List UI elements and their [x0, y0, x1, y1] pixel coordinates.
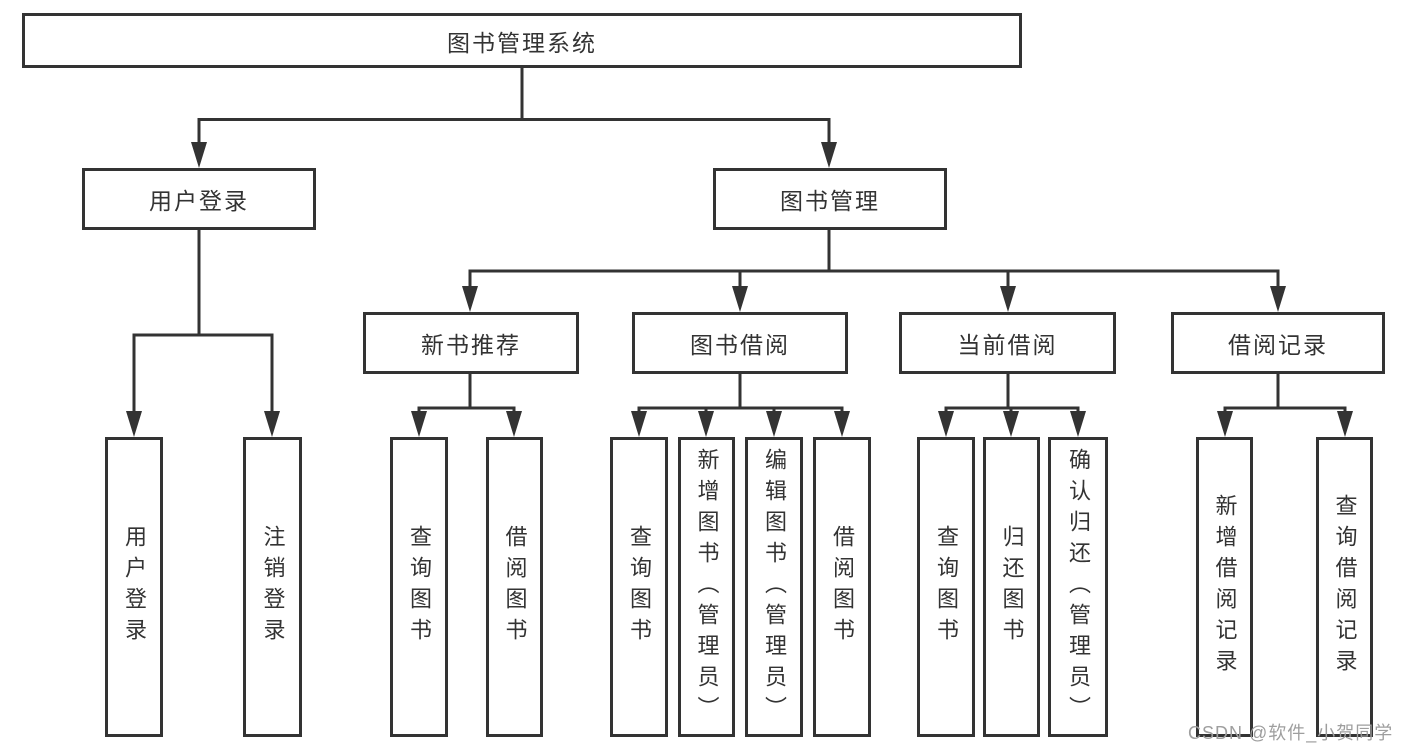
arrowhead-icon: [126, 142, 1353, 437]
leaf-query-borrow-record-label: 查询借阅记录: [1332, 494, 1358, 680]
node-user-login-label: 用户登录: [149, 188, 249, 214]
node-book-borrow-label: 图书借阅: [690, 332, 790, 358]
node-book-management-label: 图书管理: [780, 188, 880, 214]
leaf-query-books-borrow: 查询图书: [610, 437, 668, 737]
leaf-confirm-return-admin: 确认归还（管理员）: [1048, 437, 1108, 737]
leaf-edit-book-admin-label: 编辑图书（管理员）: [762, 447, 787, 727]
leaf-borrow-books-recommend-label: 借阅图书: [502, 525, 528, 649]
leaf-query-books-recommend-label: 查询图书: [407, 525, 432, 649]
leaf-return-book-label: 归还图书: [999, 525, 1025, 649]
leaf-user-login-label: 用户登录: [122, 525, 147, 649]
node-borrow-records: 借阅记录: [1171, 312, 1385, 374]
node-book-borrow: 图书借阅: [632, 312, 848, 374]
leaf-query-books-borrow-label: 查询图书: [627, 525, 652, 649]
leaf-borrow-books-borrow: 借阅图书: [813, 437, 871, 737]
leaf-query-books-recommend: 查询图书: [390, 437, 448, 737]
leaf-add-book-admin-label: 新增图书（管理员）: [694, 447, 720, 727]
csdn-watermark: CSDN @软件_小贺同学: [1188, 723, 1394, 743]
node-root-label: 图书管理系统: [447, 29, 597, 56]
node-new-book-recommend-label: 新书推荐: [421, 332, 521, 358]
node-current-borrow-label: 当前借阅: [957, 332, 1058, 358]
leaf-user-login: 用户登录: [105, 437, 163, 737]
leaf-add-book-admin: 新增图书（管理员）: [678, 437, 735, 737]
leaf-query-books-current-label: 查询图书: [934, 525, 959, 649]
node-current-borrow: 当前借阅: [899, 312, 1116, 374]
leaf-query-borrow-record: 查询借阅记录: [1316, 437, 1373, 737]
leaf-edit-book-admin: 编辑图书（管理员）: [745, 437, 803, 737]
leaf-query-books-current: 查询图书: [917, 437, 975, 737]
leaf-confirm-return-admin-label: 确认归还（管理员）: [1066, 447, 1091, 727]
leaf-add-borrow-record: 新增借阅记录: [1196, 437, 1253, 737]
leaf-borrow-books-recommend: 借阅图书: [486, 437, 543, 737]
leaf-logout: 注销登录: [243, 437, 302, 737]
node-new-book-recommend: 新书推荐: [363, 312, 579, 374]
node-book-management: 图书管理: [713, 168, 947, 230]
leaf-return-book: 归还图书: [983, 437, 1040, 737]
leaf-add-borrow-record-label: 新增借阅记录: [1212, 494, 1238, 680]
node-borrow-records-label: 借阅记录: [1228, 332, 1328, 358]
leaf-logout-label: 注销登录: [260, 525, 286, 649]
leaf-borrow-books-borrow-label: 借阅图书: [830, 525, 855, 649]
node-root: 图书管理系统: [22, 13, 1022, 68]
node-user-login: 用户登录: [82, 168, 316, 230]
